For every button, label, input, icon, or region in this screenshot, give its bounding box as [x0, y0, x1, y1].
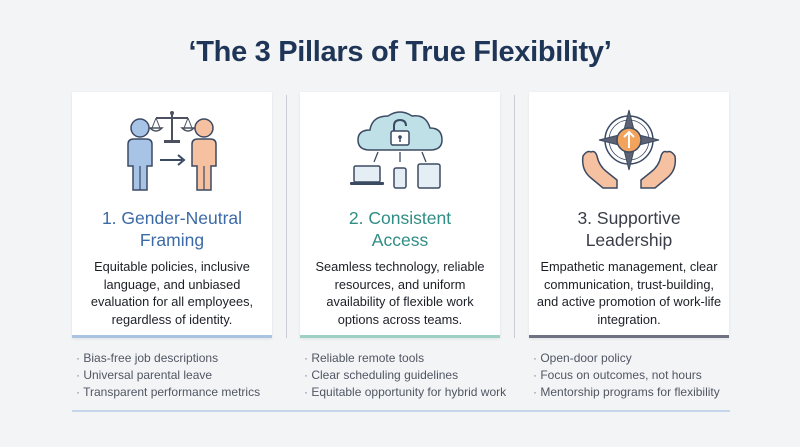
- divider: [514, 95, 515, 338]
- cloud-lock-devices-icon: [350, 111, 443, 189]
- list-item: Mentorship programs for flexibility: [533, 384, 719, 401]
- page-title: ‘The 3 Pillars of True Flexibility’: [188, 36, 612, 68]
- bottom-rule: [72, 410, 730, 412]
- list-item: Clear scheduling guidelines: [304, 367, 506, 384]
- list-item: Focus on outcomes, not hours: [533, 367, 720, 384]
- divider: [286, 95, 287, 338]
- list-item: Open-door policy: [533, 350, 720, 367]
- list-item: Transparent performance metrics: [76, 384, 260, 401]
- list-item: Reliable remote tools: [304, 350, 506, 367]
- pillar-card-gender-neutral: 1. Gender-Neutral Framing Equitable poli…: [72, 92, 272, 338]
- list-item: Bias-free job descriptions: [76, 350, 260, 367]
- card-accent-bar: [300, 335, 500, 338]
- pillar-heading: 1. Gender-Neutral Framing: [101, 208, 243, 250]
- pillar-bullet-list: Reliable remote tools Clear scheduling g…: [304, 350, 506, 401]
- pillar-card-supportive-leadership: 3. Supportive Leadership Empathetic mana…: [529, 92, 729, 338]
- card-accent-bar: [529, 335, 729, 338]
- pillar-heading: 3. Supportive Leadership: [577, 208, 681, 250]
- list-item: Universal parental leave: [76, 367, 260, 384]
- pillar-card-consistent-access: 2. Consistent Access Seamless technology…: [300, 92, 500, 338]
- card-accent-bar: [72, 335, 272, 338]
- scales-and-people-icon: [127, 111, 217, 191]
- pillar-bullet-list: Open-door policy Focus on outcomes, not …: [533, 350, 720, 401]
- pillar-description: Seamless technology, reliable resources,…: [315, 259, 485, 327]
- hands-compass-icon: [581, 109, 677, 189]
- pillar-description: Empathetic management, clear communicati…: [536, 259, 722, 327]
- list-item: Equitable opportunity for hybrid work: [304, 384, 506, 401]
- pillar-bullet-list: Bias-free job descriptions Universal par…: [76, 350, 260, 401]
- pillar-description: Equitable policies, inclusive language, …: [90, 259, 254, 327]
- pillar-heading: 2. Consistent Access: [348, 208, 452, 250]
